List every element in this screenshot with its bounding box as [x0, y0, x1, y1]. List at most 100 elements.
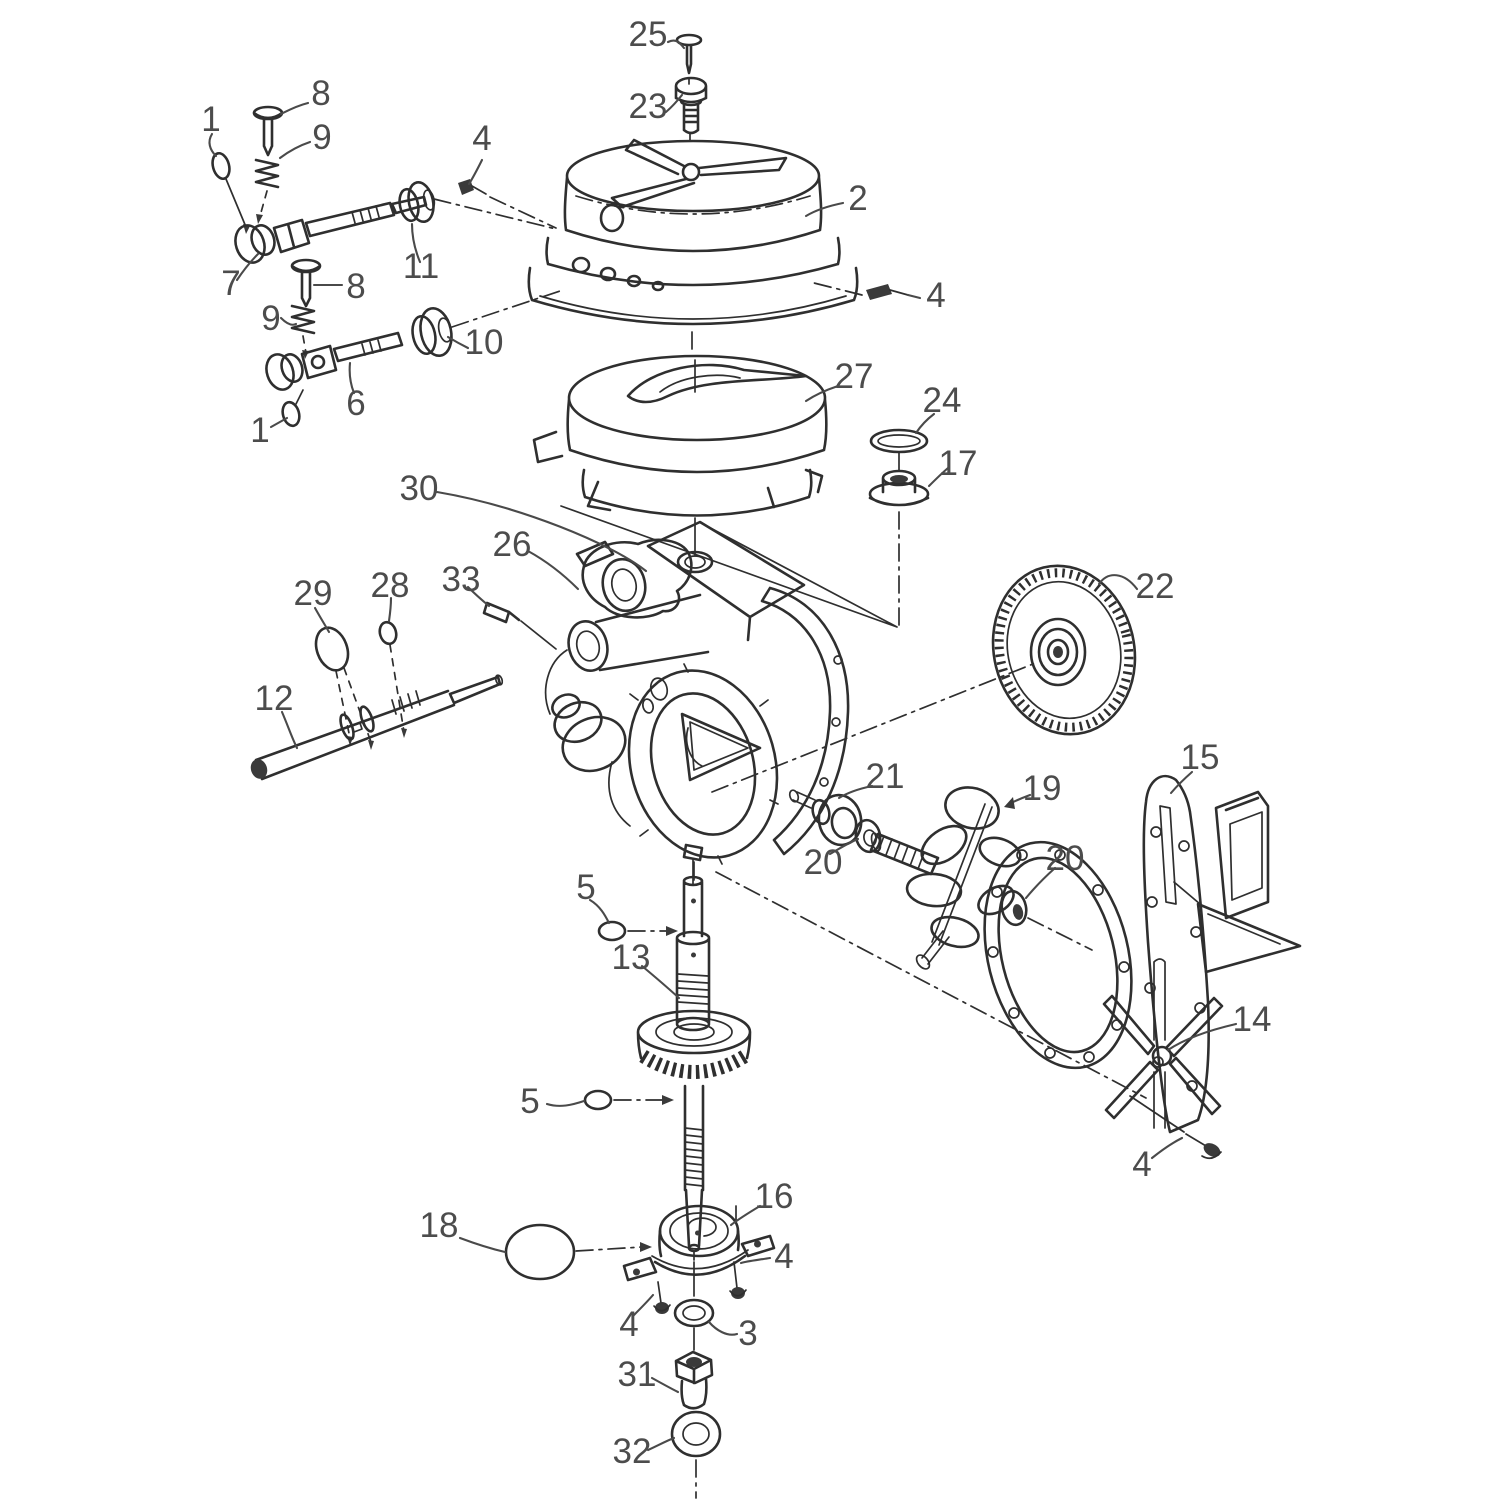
callout-4-upper-left: 4 [472, 119, 491, 158]
callout-28: 28 [371, 566, 410, 605]
callout-11: 11 [403, 247, 439, 286]
cap-7 [234, 224, 276, 264]
axis-dash-rod-upper [433, 198, 557, 230]
callout-23: 23 [629, 87, 668, 126]
grommet-10 [411, 307, 453, 357]
leader-lines [208, 39, 1238, 1452]
callout-18: 18 [420, 1206, 459, 1245]
tube-opening [567, 620, 609, 672]
grommet-11 [398, 180, 436, 224]
screw-25 [675, 33, 703, 75]
callout-21: 21 [866, 757, 905, 796]
front-ring-inner [649, 692, 757, 836]
callout-27: 27 [835, 357, 874, 396]
front-ring-outer [627, 669, 779, 859]
axis-dash-20-gasket [1027, 917, 1093, 951]
axis-dash-main-diagonal [715, 871, 1147, 1099]
locator-v-lines [560, 505, 898, 628]
bearing-holder-16 [622, 1204, 776, 1297]
callout-16: 16 [755, 1177, 794, 1216]
callout-22: 22 [1136, 567, 1175, 606]
gearcase-26 [544, 520, 850, 885]
screw-4-bearing-right [729, 1261, 747, 1299]
pin-33 [482, 601, 557, 650]
oval-28 [378, 620, 407, 738]
callout-8-lower: 8 [346, 267, 365, 306]
callout-4-cover-right: 4 [926, 276, 945, 315]
bolt-31 [674, 1350, 714, 1410]
screw-4-bearing-left [653, 1281, 671, 1314]
rod-7-body [272, 195, 428, 254]
housing-top-hole [676, 550, 714, 574]
shaft-12 [250, 674, 504, 781]
callout-12: 12 [255, 679, 294, 718]
washer-3 [673, 1298, 715, 1328]
mount-plate-15 [1142, 774, 1302, 1134]
plate-bracket [1214, 790, 1270, 920]
callout-10: 10 [465, 323, 504, 362]
callout-8-upper: 8 [311, 74, 330, 113]
clamp-30 [575, 538, 693, 619]
rotor-27 [532, 354, 828, 517]
callout-5-upper: 5 [576, 868, 595, 907]
callout-30: 30 [400, 469, 439, 508]
callout-labels: 1 1 2 3 4 4 4 4 4 5 5 6 7 8 8 9 9 10 11 … [201, 15, 1271, 1471]
ring-5-lower [583, 1089, 674, 1111]
starter-cover-2 [527, 138, 859, 326]
callout-14: 14 [1233, 1000, 1272, 1039]
callout-19: 19 [1023, 769, 1062, 808]
callout-20-left: 20 [804, 843, 843, 882]
housing-top-slab [646, 520, 806, 642]
starter-spinner [610, 138, 788, 209]
washer-32 [670, 1410, 722, 1458]
callout-4-bearing-left: 4 [619, 1305, 638, 1344]
callout-33: 33 [442, 560, 481, 599]
callout-32: 32 [613, 1432, 652, 1471]
o-ring-1-upper [211, 151, 250, 234]
washer-20-right [1000, 889, 1028, 927]
o-ring-1-lower [281, 389, 304, 428]
screw-8-upper [252, 105, 284, 157]
spring-9-upper [254, 158, 280, 224]
axis-dash-rod-lower [451, 290, 561, 328]
callout-9-lower: 9 [261, 299, 280, 338]
callout-9-upper: 9 [312, 118, 331, 157]
callout-1-lower: 1 [250, 411, 269, 450]
cone-boss [561, 715, 627, 773]
screw-4-plate [1129, 1095, 1222, 1160]
callout-6: 6 [346, 384, 365, 423]
oval-18 [504, 1223, 652, 1281]
screw-4-upper-left [458, 179, 557, 229]
callout-25: 25 [629, 15, 668, 54]
callout-4-bearing-right: 4 [774, 1237, 793, 1276]
bolt-23 [674, 76, 708, 135]
gear-disc-22 [991, 564, 1137, 736]
callout-17: 17 [939, 444, 978, 483]
ring-5-upper [597, 920, 678, 942]
tube-body [594, 593, 710, 672]
callout-29: 29 [294, 574, 333, 613]
callout-4-plate: 4 [1132, 1145, 1151, 1184]
callout-31: 31 [618, 1355, 657, 1394]
callout-26: 26 [493, 525, 532, 564]
cap-17 [868, 469, 930, 507]
rod-6-assembly [265, 331, 404, 391]
screw-8-lower [290, 258, 322, 308]
callout-2: 2 [848, 179, 867, 218]
cover-face-hole [599, 203, 625, 233]
callout-7: 7 [221, 264, 240, 303]
callout-3: 3 [738, 1314, 757, 1353]
spinner-14 [1102, 958, 1224, 1129]
housing-bracket-band [760, 586, 850, 856]
callout-15: 15 [1181, 738, 1220, 777]
plate-fin [1196, 902, 1302, 974]
o-ring-24 [869, 428, 929, 454]
axis-dash-disc-22 [711, 661, 1039, 793]
callout-13: 13 [612, 938, 651, 977]
callout-1-upper: 1 [201, 100, 220, 139]
callout-20-right: 20 [1046, 839, 1085, 878]
callout-5-lower: 5 [520, 1082, 539, 1121]
front-window [680, 712, 762, 782]
